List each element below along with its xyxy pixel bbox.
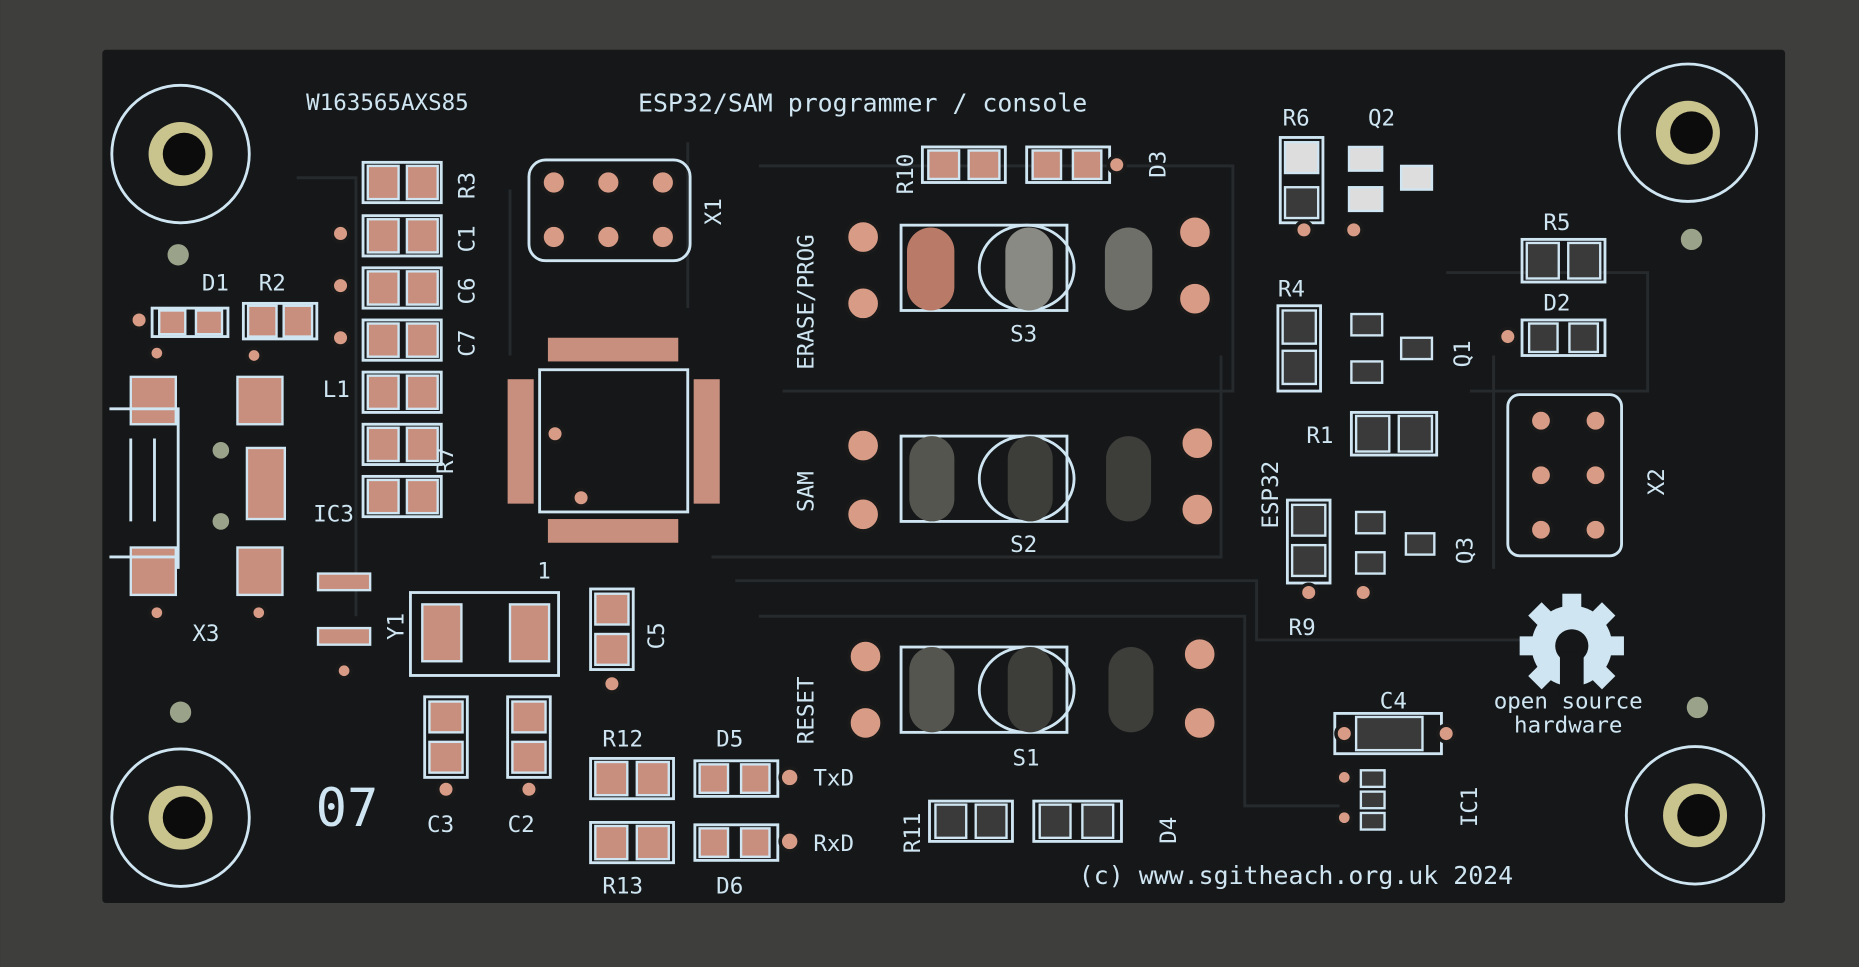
label-q2: Q2 [1368, 106, 1395, 132]
label-r11: R11 [900, 813, 926, 854]
microcontroller-chip [507, 337, 720, 543]
label-x2: X2 [1644, 468, 1670, 495]
right-components [1276, 136, 1623, 831]
label-q1: Q1 [1450, 340, 1476, 367]
oshw-text-1: open source [1494, 689, 1643, 715]
label-x1: X1 [701, 198, 727, 225]
label-erase-prog: ERASE/PROG [793, 234, 819, 369]
label-d3: D3 [1145, 151, 1171, 178]
label-esp32: ESP32 [1258, 461, 1284, 529]
fiducial [1680, 228, 1703, 251]
mounting-hole-tr [1617, 62, 1759, 203]
label-d5: D5 [716, 727, 743, 753]
label-r12: R12 [602, 727, 643, 753]
label-r1: R1 [1306, 423, 1333, 449]
label-d4: D4 [1156, 817, 1182, 844]
label-reset: RESET [793, 676, 819, 744]
label-r10: R10 [893, 154, 919, 195]
label-q3: Q3 [1452, 537, 1478, 564]
label-c3: C3 [427, 812, 454, 838]
usb-connector-x3 [109, 301, 319, 622]
label-r7: R7 [433, 447, 459, 474]
r10-d3 [920, 145, 1127, 184]
label-pin1: 1 [537, 558, 551, 584]
label-txd: TxD [813, 766, 854, 792]
label-d2: D2 [1543, 290, 1570, 316]
label-r13: R13 [602, 874, 643, 900]
label-r2: R2 [259, 270, 286, 296]
oshw-text-2: hardware [1514, 712, 1622, 738]
label-c2: C2 [508, 812, 535, 838]
label-sam: SAM [793, 471, 819, 512]
label-rxd: RxD [813, 831, 854, 857]
label-s1: S1 [1012, 746, 1039, 772]
header-x1 [527, 158, 692, 263]
label-c4: C4 [1380, 689, 1407, 715]
mounting-hole-bl [110, 747, 251, 888]
pcb-board [102, 49, 1786, 904]
label-d6: D6 [716, 874, 743, 900]
fiducial [167, 244, 189, 266]
label-y1: Y1 [383, 613, 409, 640]
label-c5: C5 [644, 622, 670, 649]
switch-s3 [844, 213, 1214, 322]
fiducial [169, 701, 192, 723]
label-ic3: IC3 [313, 501, 354, 527]
serial-number: W163565AXS85 [306, 90, 469, 116]
r11-d4 [928, 799, 1123, 843]
label-s2: S2 [1010, 532, 1037, 558]
label-s3: S3 [1010, 321, 1037, 347]
label-c6: C6 [454, 277, 480, 304]
passive-column [330, 160, 443, 519]
switch-s1 [847, 635, 1219, 742]
label-x3: X3 [192, 621, 219, 647]
board-number: 07 [316, 779, 379, 839]
crystal-y1 [316, 572, 635, 800]
label-d1: D1 [202, 270, 229, 296]
label-r4: R4 [1278, 276, 1305, 302]
label-c1: C1 [454, 225, 480, 252]
label-ic1: IC1 [1457, 787, 1483, 828]
label-r5: R5 [1543, 210, 1570, 236]
board-title: ESP32/SAM programmer / console [638, 88, 1087, 117]
label-r3: R3 [454, 172, 480, 199]
copyright: (c) www.sgitheach.org.uk 2024 [1079, 861, 1513, 890]
switch-s2 [844, 424, 1216, 533]
silkscreen-text: W163565AXS85 ESP32/SAM programmer / cons… [192, 88, 1670, 899]
fiducial [1686, 696, 1709, 719]
label-l1: L1 [323, 377, 350, 403]
mounting-hole-br [1624, 745, 1766, 886]
label-r6: R6 [1283, 106, 1310, 132]
led-group-txd-rxd [589, 757, 801, 865]
mounting-hole-tl [110, 83, 251, 225]
label-r9: R9 [1289, 615, 1316, 641]
label-c7: C7 [454, 330, 480, 357]
